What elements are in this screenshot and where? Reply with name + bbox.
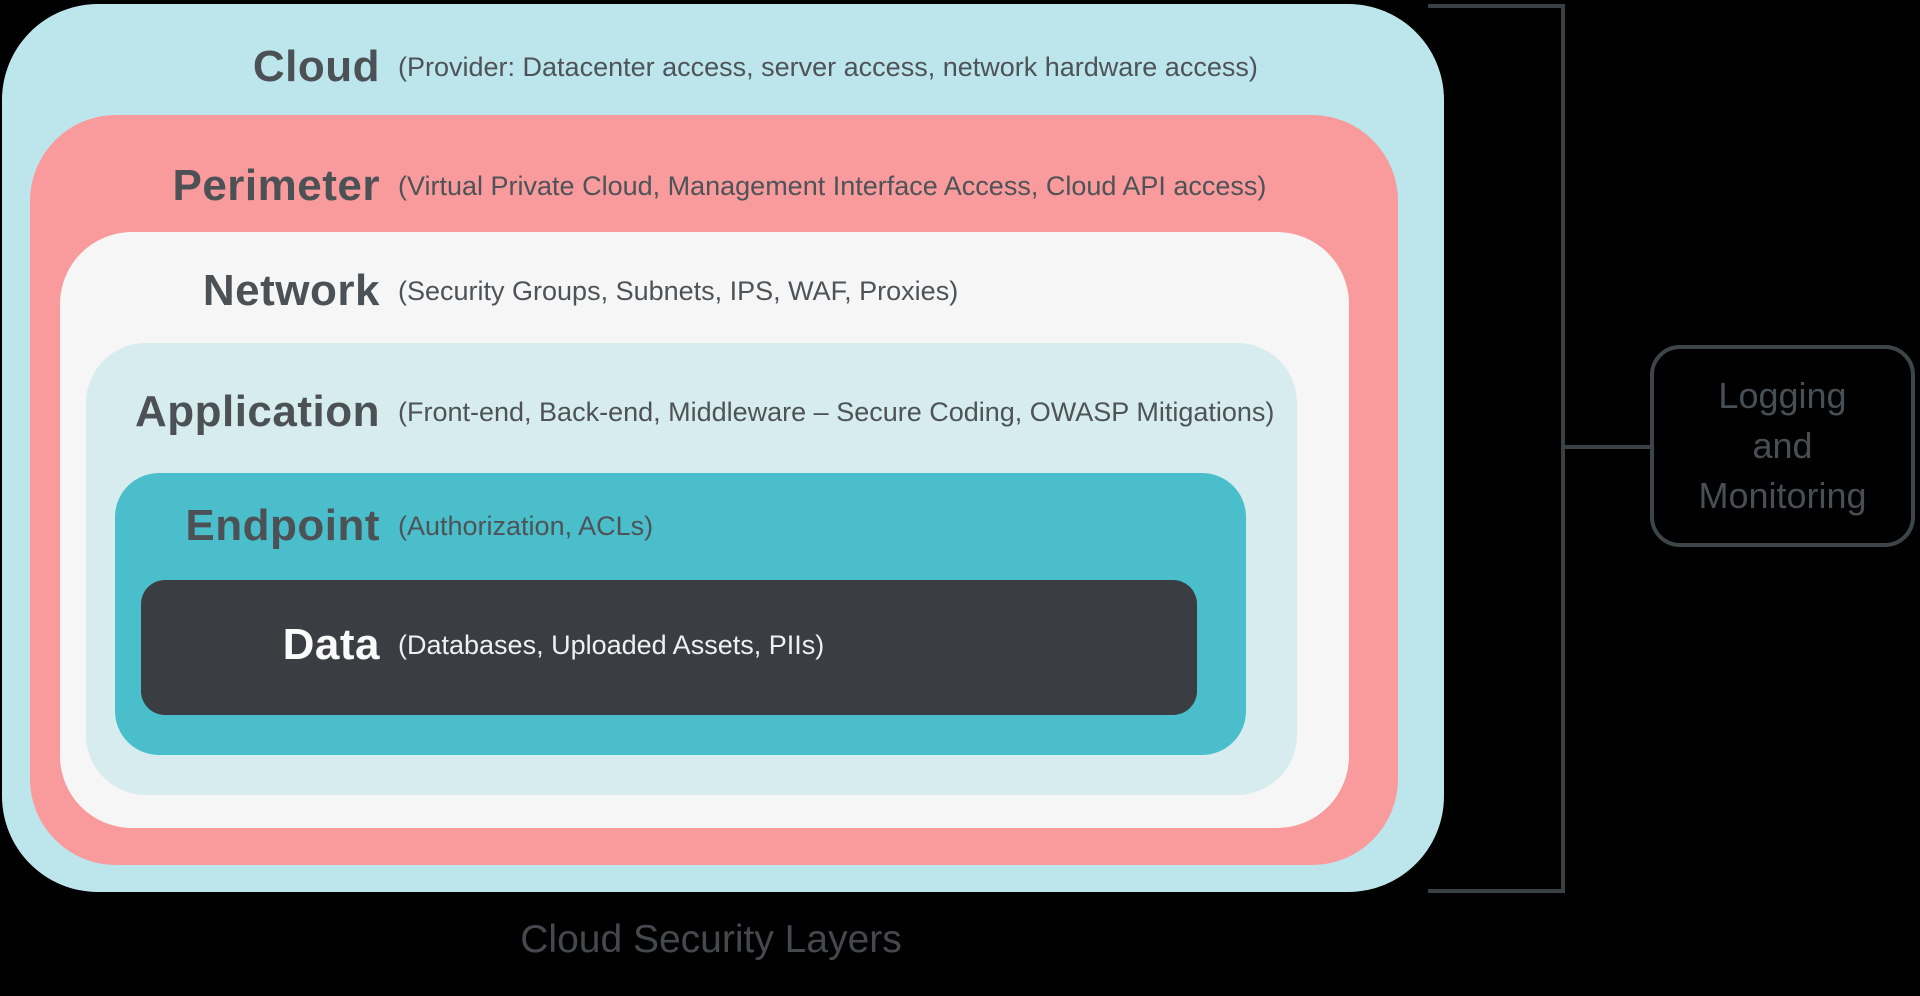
layer-subtitle-application: (Front-end, Back-end, Middleware – Secur… [398, 396, 1275, 427]
header-perimeter: Perimeter (Virtual Private Cloud, Manage… [0, 146, 1560, 226]
layer-data [141, 580, 1197, 715]
bracket-vertical-line [1561, 4, 1565, 893]
diagram-caption: Cloud Security Layers [520, 918, 902, 961]
header-application: Application (Front-end, Back-end, Middle… [0, 372, 1560, 452]
logging-monitoring-box: Logging and Monitoring [1650, 345, 1915, 547]
header-cloud: Cloud (Provider: Datacenter access, serv… [0, 27, 1560, 107]
bracket-top-line [1428, 4, 1565, 8]
header-endpoint: Endpoint (Authorization, ACLs) [0, 486, 1560, 566]
bracket-bottom-line [1428, 889, 1565, 893]
layer-title-cloud: Cloud [252, 42, 380, 91]
layer-subtitle-endpoint: (Authorization, ACLs) [398, 510, 654, 541]
layer-title-perimeter: Perimeter [172, 161, 380, 210]
layer-title-endpoint: Endpoint [185, 501, 380, 550]
layer-subtitle-cloud: (Provider: Datacenter access, server acc… [398, 51, 1258, 82]
header-data: Data (Databases, Uploaded Assets, PIIs) [0, 605, 1560, 685]
header-network: Network (Security Groups, Subnets, IPS, … [0, 251, 1560, 331]
layer-subtitle-data: (Databases, Uploaded Assets, PIIs) [398, 629, 825, 660]
logging-monitoring-label: Logging and Monitoring [1698, 375, 1867, 516]
layer-title-network: Network [202, 266, 380, 315]
bracket-connector-line [1565, 445, 1652, 449]
layer-title-data: Data [282, 620, 380, 669]
layer-title-application: Application [134, 387, 380, 436]
layer-subtitle-perimeter: (Virtual Private Cloud, Management Inter… [398, 170, 1267, 201]
layer-subtitle-network: (Security Groups, Subnets, IPS, WAF, Pro… [398, 275, 959, 306]
